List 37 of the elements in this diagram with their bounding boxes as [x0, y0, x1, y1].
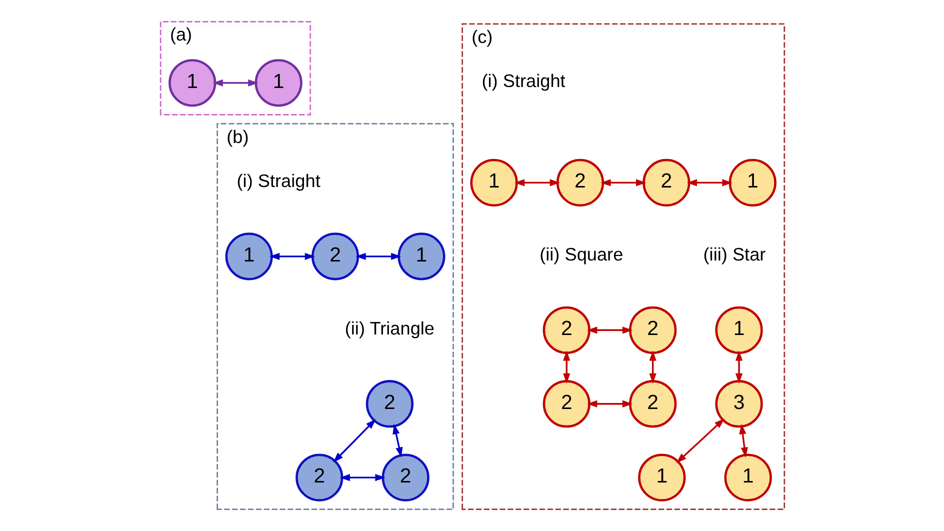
- arrow: [586, 326, 632, 334]
- node-circle: 2: [381, 454, 429, 502]
- arrow: [648, 350, 656, 384]
- arrow: [268, 252, 315, 260]
- node-circle: 1: [397, 232, 445, 280]
- arrow: [676, 418, 724, 464]
- node-circle: 1: [168, 59, 216, 107]
- arrow: [212, 79, 258, 86]
- node-circle: 2: [642, 158, 690, 207]
- arrow: [586, 400, 632, 408]
- arrow: [738, 424, 748, 458]
- arrow: [562, 350, 570, 384]
- node-circle: 2: [310, 232, 359, 280]
- node-circle: 1: [728, 158, 776, 207]
- node-circle: 1: [724, 454, 772, 502]
- label: (i) Straight: [236, 171, 320, 192]
- node-circle: 1: [470, 158, 518, 207]
- arrow: [734, 350, 742, 384]
- label: (ii) Triangle: [344, 318, 434, 338]
- node-circle: 2: [542, 380, 590, 428]
- node-circle: 1: [254, 59, 302, 107]
- arrow: [600, 179, 646, 186]
- node-circle: 2: [542, 306, 590, 354]
- node-circle: 2: [628, 380, 676, 428]
- node-circle: 2: [628, 306, 676, 354]
- node-circle: 1: [714, 306, 762, 354]
- arrow: [514, 179, 560, 186]
- label: (ii) Square: [539, 244, 623, 265]
- label: (i) Straight: [481, 71, 565, 92]
- label: (iii) Star: [702, 244, 766, 265]
- node-circle: 2: [556, 158, 604, 207]
- arrow: [355, 252, 401, 260]
- arrow: [339, 474, 385, 482]
- node-circle: 1: [224, 232, 272, 280]
- arrow: [392, 424, 402, 458]
- arrow: [332, 419, 376, 462]
- arrow: [686, 179, 732, 186]
